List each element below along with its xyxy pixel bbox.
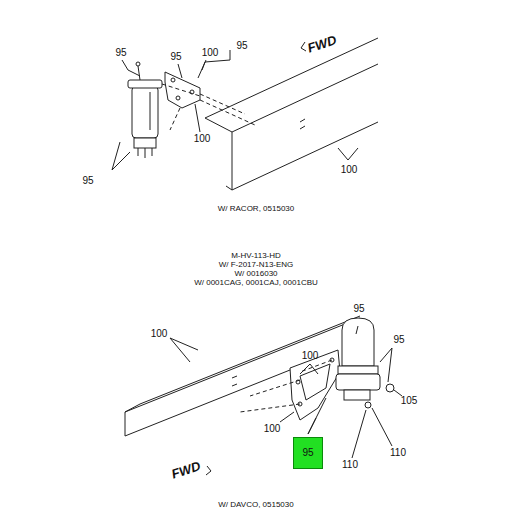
- callout-number: 95: [170, 52, 181, 62]
- callout-number: 95: [353, 304, 364, 314]
- leader-line: [170, 326, 402, 458]
- frame-rail: [205, 38, 378, 190]
- direction-label: FWD: [306, 33, 338, 55]
- caption-note: W/ DAVCO, 0515030: [218, 501, 293, 509]
- callout-number: 95: [302, 448, 313, 458]
- leader-dashed: [240, 360, 332, 412]
- callout-number: 110: [390, 448, 406, 458]
- caption-note: W/ 0001CAG, 0001CAJ, 0001CBU: [194, 279, 318, 287]
- callout-number: 95: [393, 335, 404, 345]
- callout-number: 95: [82, 176, 93, 186]
- fwd-arrow: [301, 42, 306, 51]
- callout-number: 110: [342, 460, 358, 470]
- highlight-box: 95: [293, 437, 323, 469]
- callout-number: 100: [194, 134, 211, 144]
- callout-number: 105: [401, 396, 418, 406]
- fuel-filter: [128, 62, 162, 158]
- caption-note: W/ F-2017-N13-ENG: [219, 261, 294, 269]
- callout-number: 95: [236, 41, 247, 51]
- leader-line: [112, 50, 358, 170]
- leader-dashed: [162, 84, 255, 130]
- caption-note: W/ RACOR, 0515030: [218, 205, 294, 213]
- fwd-arrow: [206, 466, 211, 475]
- direction-label: FWD: [170, 459, 202, 481]
- callout-number: 100: [341, 165, 358, 175]
- callout-number: 100: [202, 48, 219, 58]
- caption-note: W/ 0016030: [234, 270, 277, 278]
- callout-number: 100: [302, 351, 319, 361]
- fuel-filter: [336, 318, 394, 408]
- bracket: [290, 350, 340, 420]
- callout-number: 100: [151, 329, 168, 339]
- callout-number: 95: [115, 48, 126, 58]
- caption-note: M-HV-113-HD: [231, 252, 281, 260]
- callout-number: 100: [264, 424, 281, 434]
- frame-rail: [125, 316, 360, 436]
